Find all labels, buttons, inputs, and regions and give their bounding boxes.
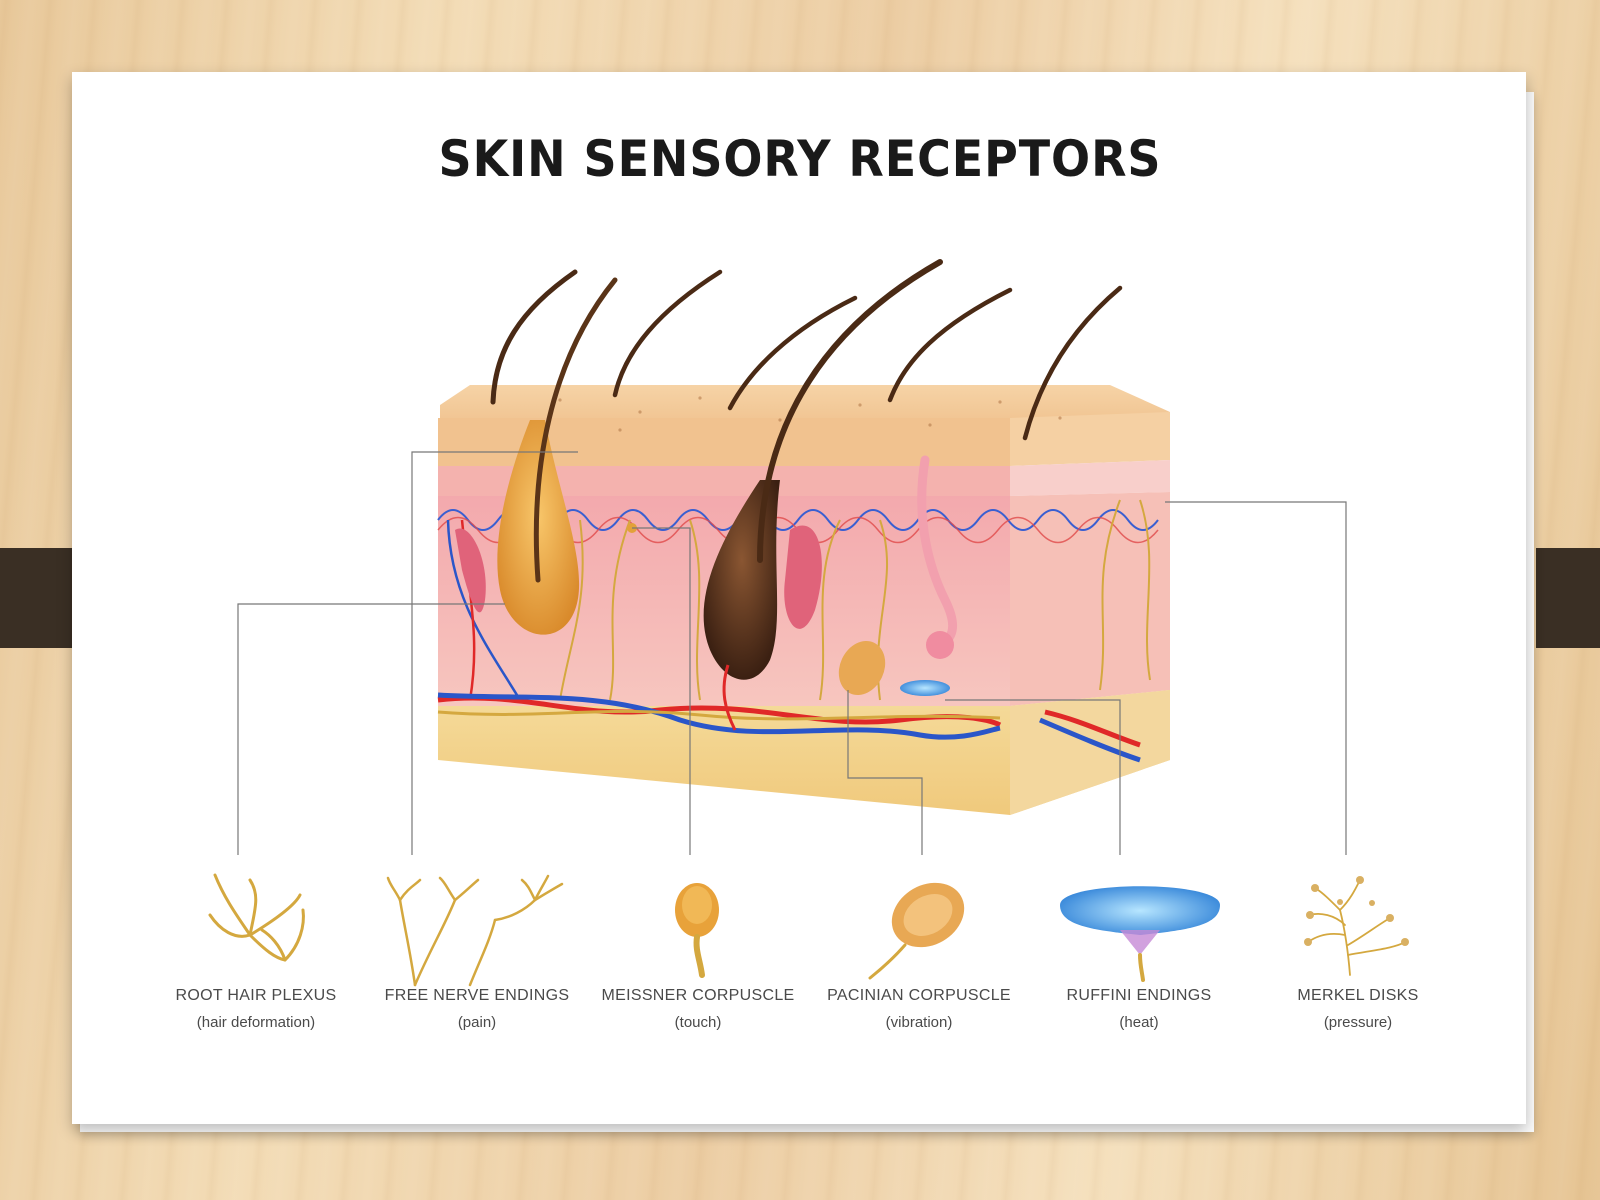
leader-free-nerve-endings bbox=[411, 451, 578, 855]
label-pacinian-corpuscle: PACINIAN CORPUSCLE (vibration) bbox=[827, 987, 1011, 1031]
root-hair-plexus-icon bbox=[208, 873, 305, 962]
leader-ruffini-endings bbox=[945, 699, 1121, 855]
label-merkel-disks: MERKEL DISKS (pressure) bbox=[1297, 987, 1419, 1031]
board-clip-left bbox=[0, 548, 82, 648]
epidermis-side bbox=[1010, 412, 1170, 466]
pacinian-corpuscle-icon bbox=[868, 882, 965, 980]
free-nerve-endings-icon bbox=[386, 874, 564, 987]
merkel-disk-dots bbox=[1304, 876, 1409, 946]
hair-shaft-left bbox=[533, 277, 618, 583]
hair-shaft-center bbox=[757, 259, 943, 563]
ruffini-endings-icon bbox=[1060, 886, 1220, 982]
surface-hairs bbox=[490, 269, 1123, 441]
pacinian-in-skin bbox=[838, 640, 886, 696]
leader-lines bbox=[237, 451, 1347, 855]
merkel-disks-icon bbox=[1307, 879, 1406, 976]
ruffini-in-skin bbox=[900, 680, 950, 696]
vein bbox=[437, 692, 1001, 740]
sweat-gland-coil bbox=[926, 631, 954, 659]
label-free-nerve-endings: FREE NERVE ENDINGS (pain) bbox=[384, 987, 570, 1031]
leader-root-hair-plexus bbox=[237, 603, 505, 855]
label-root-hair-plexus: ROOT HAIR PLEXUS (hair deformation) bbox=[175, 987, 337, 1031]
skin-pores bbox=[558, 396, 1062, 432]
leader-pacinian-corpuscle bbox=[847, 690, 923, 855]
leader-merkel-disks bbox=[1165, 501, 1347, 855]
leader-meissner-corpuscle bbox=[632, 527, 691, 855]
sebaceous-gland-right bbox=[784, 525, 822, 629]
label-ruffini-endings: RUFFINI ENDINGS (heat) bbox=[1066, 987, 1212, 1031]
diagram-title: SKIN SENSORY RECEPTORS bbox=[438, 130, 1162, 188]
meissner-corpuscle-icon bbox=[675, 883, 719, 978]
dermis-side bbox=[1010, 492, 1170, 706]
sebaceous-gland-left bbox=[455, 528, 486, 613]
board-clip-right bbox=[1536, 548, 1600, 648]
label-meissner-corpuscle: MEISSNER CORPUSCLE (touch) bbox=[601, 987, 795, 1031]
